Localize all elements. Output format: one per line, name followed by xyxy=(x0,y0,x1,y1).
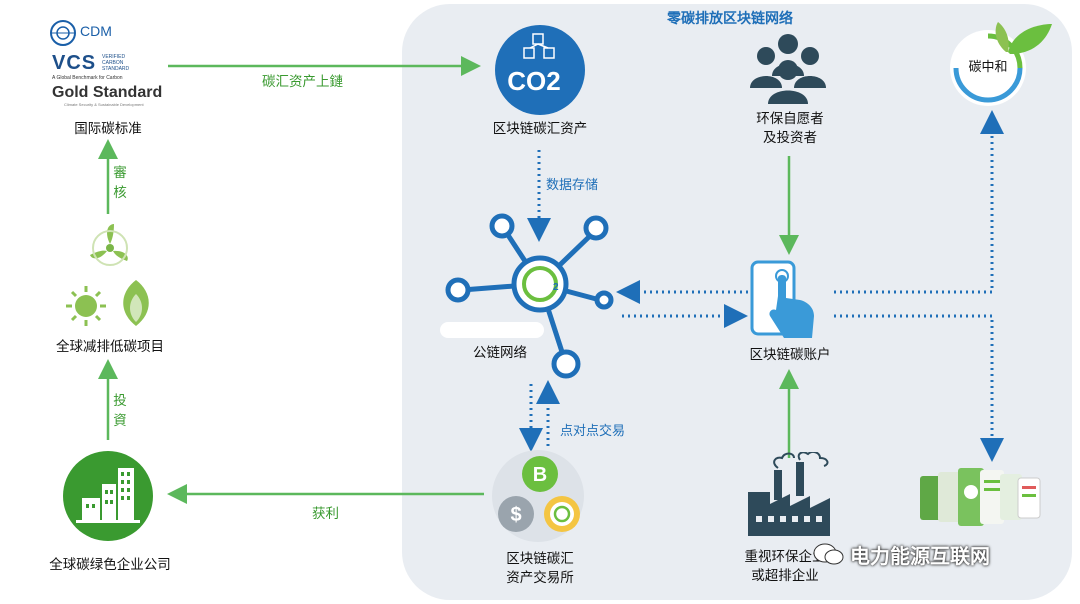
co2-asset-icon: CO2 xyxy=(495,25,585,115)
exchange-line1: 区块链碳汇 xyxy=(506,551,574,567)
vcs-logo-text: VCS xyxy=(52,52,97,74)
polluters-line2: 或超排企业 xyxy=(751,568,819,584)
vcs-logo-small: VERIFIED CARBON STANDARD xyxy=(102,54,130,72)
renewable-projects-icon xyxy=(66,224,149,326)
vcs-logo-sub: A Global Benchmark for Carbon xyxy=(52,75,123,81)
edge-label-review: 審核 xyxy=(113,165,127,201)
network-label: 公链网络 xyxy=(473,345,527,361)
polluters-label: 重视环保企业 或超排企业 xyxy=(710,548,860,586)
projects-label: 全球减排低碳项目 xyxy=(56,339,164,355)
label-highlight xyxy=(440,322,544,338)
carbon-neutral-icon xyxy=(950,22,1052,106)
svg-text:$: $ xyxy=(510,504,521,526)
wechat-icon xyxy=(813,543,844,565)
diagram-title: 零碳排放区块链网络 xyxy=(667,11,793,27)
neutral-label: 碳中和 xyxy=(968,60,1008,75)
gold-standard-logo-sub: Climate Security & Sustainable Developme… xyxy=(64,102,144,107)
volunteers-line2: 及投资者 xyxy=(763,130,817,146)
svg-text:2: 2 xyxy=(553,282,559,293)
volunteers-line1: 环保自愿者 xyxy=(756,111,824,127)
volunteers-label: 环保自愿者 及投资者 xyxy=(720,110,860,148)
touch-account-icon xyxy=(750,260,814,338)
factory-icon xyxy=(748,452,830,536)
public-chain-hub-icon: 2 xyxy=(445,213,614,379)
asset-label: 区块链碳汇资产 xyxy=(492,121,588,137)
exchange-line2: 资产交易所 xyxy=(506,570,574,586)
standards-label: 国际碳标准 xyxy=(74,121,142,137)
edge-label-profit: 获利 xyxy=(312,506,339,522)
edge-label-p2p: 点对点交易 xyxy=(560,424,626,439)
edge-label-storage: 数据存储 xyxy=(546,178,599,193)
exchange-coins-icon: B $ xyxy=(492,450,584,542)
watermark-text: 电力能源互联网 xyxy=(850,544,990,568)
company-label: 全球碳绿色企业公司 xyxy=(49,557,171,573)
edge-label-onchain: 碳汇资产上鏈 xyxy=(262,74,343,90)
arrow-account-neutral xyxy=(834,110,1004,294)
gold-standard-logo-text: Gold Standard xyxy=(52,84,163,101)
arrow-account-apps xyxy=(834,314,1004,462)
polluters-line1: 重视环保企业 xyxy=(744,549,826,565)
edge-label-invest: 投資 xyxy=(113,393,127,429)
un-emblem-icon xyxy=(50,20,76,46)
cdm-logo-text: CDM xyxy=(80,23,112,39)
co2-icon-text: CO2 xyxy=(507,66,560,96)
svg-text:B: B xyxy=(533,464,547,486)
people-group-icon xyxy=(750,34,826,104)
mobile-apps-icon xyxy=(920,468,1041,526)
account-label: 区块链碳账户 xyxy=(749,347,831,363)
exchange-label: 区块链碳汇 资产交易所 xyxy=(470,550,610,588)
green-company-icon xyxy=(63,451,153,541)
